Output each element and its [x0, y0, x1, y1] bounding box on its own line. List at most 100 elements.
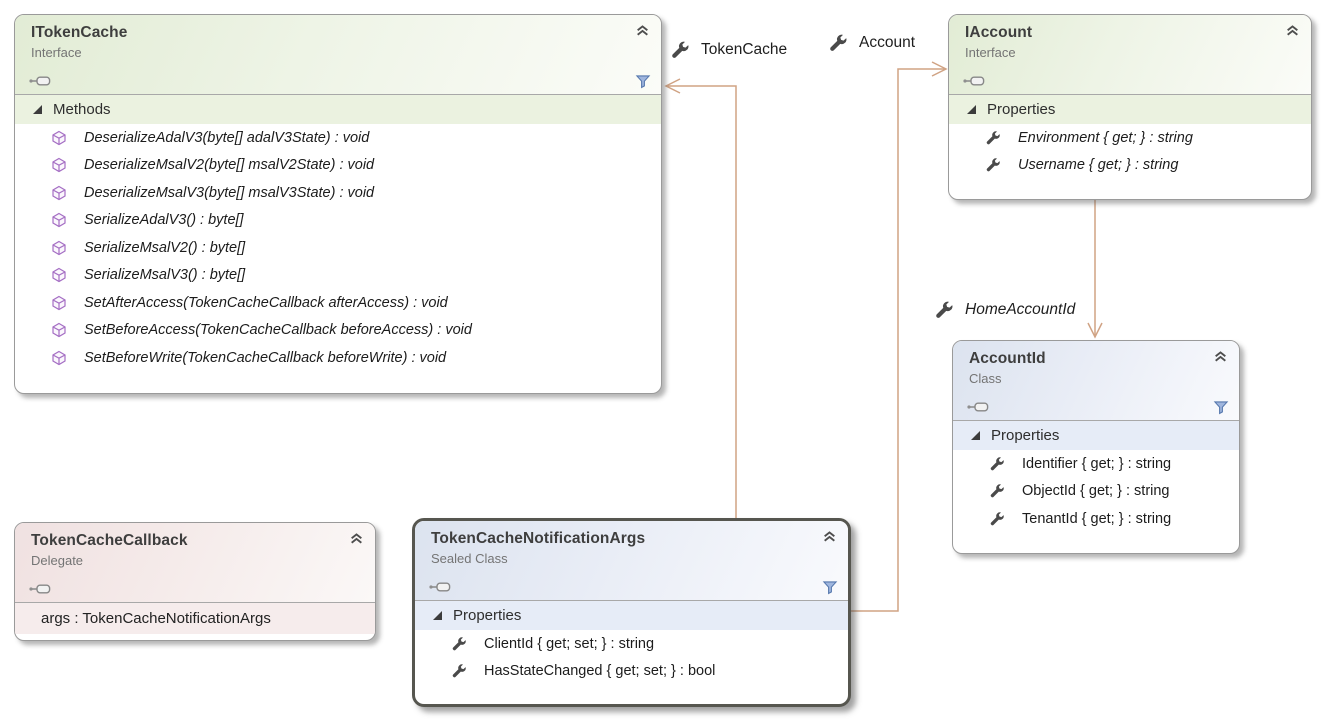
filter-icon[interactable] [822, 580, 838, 595]
association-label-account[interactable]: Account [828, 33, 915, 53]
wrench-icon [451, 636, 467, 652]
collapse-chevron-icon[interactable] [1212, 349, 1229, 364]
member-row[interactable]: HasStateChanged { get; set; } : bool [415, 657, 848, 685]
box-title: IAccount [965, 24, 1033, 41]
member-text: args : TokenCacheNotificationArgs [41, 610, 271, 627]
member-text: Environment { get; } : string [1018, 129, 1193, 146]
delegate-signature-row[interactable]: args : TokenCacheNotificationArgs [15, 603, 375, 634]
wrench-icon [989, 511, 1005, 527]
member-row[interactable]: DeserializeMsalV3(byte[] msalV3State) : … [15, 179, 661, 207]
section-title: Properties [453, 607, 522, 624]
member-row[interactable]: SetAfterAccess(TokenCacheCallback afterA… [15, 289, 661, 317]
member-text: Identifier { get; } : string [1022, 455, 1172, 472]
section-title: Methods [53, 101, 111, 118]
cube-icon [51, 350, 67, 366]
wrench-icon [989, 456, 1005, 472]
cube-icon [51, 240, 67, 256]
member-text: ObjectId { get; } : string [1022, 483, 1170, 500]
member-text: DeserializeAdalV3(byte[] adalV3State) : … [84, 129, 370, 146]
member-text: ClientId { get; set; } : string [484, 635, 655, 652]
connection-point-icon [967, 401, 989, 413]
connection-point-icon [963, 75, 985, 87]
section-header-methods[interactable]: Methods [15, 95, 661, 124]
box-title: ITokenCache [31, 24, 128, 41]
member-row[interactable]: ClientId { get; set; } : string [415, 630, 848, 658]
wrench-icon [670, 40, 690, 60]
expander-triangle-icon [967, 105, 976, 114]
class-box-accountid[interactable]: AccountId Class Properties Identifier { … [952, 340, 1240, 554]
member-text: SerializeMsalV3() : byte[] [84, 267, 246, 284]
filter-icon[interactable] [1213, 400, 1229, 415]
member-row[interactable]: Environment { get; } : string [949, 124, 1311, 152]
member-row[interactable]: DeserializeMsalV2(byte[] msalV2State) : … [15, 151, 661, 179]
cube-icon [51, 157, 67, 173]
box-header: ITokenCache Interface [15, 15, 661, 95]
wrench-icon [989, 483, 1005, 499]
cube-icon [51, 295, 67, 311]
member-text: DeserializeMsalV2(byte[] msalV2State) : … [84, 157, 375, 174]
collapse-chevron-icon[interactable] [348, 531, 365, 546]
connection-point-icon [429, 581, 451, 593]
association-label-tokencache[interactable]: TokenCache [670, 40, 787, 60]
association-label-text: HomeAccountId [965, 301, 1076, 318]
box-kind: Class [969, 371, 1002, 386]
box-title: TokenCacheCallback [31, 532, 188, 549]
member-row[interactable]: SerializeMsalV2() : byte[] [15, 234, 661, 262]
member-row[interactable]: SetBeforeWrite(TokenCacheCallback before… [15, 344, 661, 372]
collapse-chevron-icon[interactable] [1284, 23, 1301, 38]
member-text: TenantId { get; } : string [1022, 510, 1172, 527]
association-label-homeaccountid[interactable]: HomeAccountId [934, 300, 1075, 320]
box-title: TokenCacheNotificationArgs [431, 530, 646, 547]
box-title: AccountId [969, 350, 1046, 367]
association-homeaccountid-line[interactable] [1087, 199, 1103, 339]
class-box-tokencachecallback[interactable]: TokenCacheCallback Delegate args : Token… [14, 522, 376, 641]
wrench-icon [985, 130, 1001, 146]
member-text: SetBeforeAccess(TokenCacheCallback befor… [84, 322, 472, 339]
member-row[interactable]: SerializeMsalV3() : byte[] [15, 261, 661, 289]
cube-icon [51, 185, 67, 201]
expander-triangle-icon [433, 611, 442, 620]
member-row[interactable]: DeserializeAdalV3(byte[] adalV3State) : … [15, 124, 661, 152]
wrench-icon [451, 663, 467, 679]
class-box-itokencache[interactable]: ITokenCache Interface Methods Deserializ… [14, 14, 662, 394]
cube-icon [51, 267, 67, 283]
box-header: TokenCacheCallback Delegate [15, 523, 375, 603]
member-row[interactable]: Username { get; } : string [949, 151, 1311, 179]
filter-icon[interactable] [635, 74, 651, 89]
section-header-properties[interactable]: Properties [949, 95, 1311, 124]
collapse-chevron-icon[interactable] [634, 23, 651, 38]
member-text: HasStateChanged { get; set; } : bool [484, 663, 716, 680]
section-title: Properties [987, 101, 1056, 118]
member-text: SerializeMsalV2() : byte[] [84, 239, 246, 256]
box-header: IAccount Interface [949, 15, 1311, 95]
member-text: DeserializeMsalV3(byte[] msalV3State) : … [84, 184, 375, 201]
cube-icon [51, 130, 67, 146]
connection-point-icon [29, 583, 51, 595]
member-row[interactable]: Identifier { get; } : string [953, 450, 1239, 478]
member-row[interactable]: SetBeforeAccess(TokenCacheCallback befor… [15, 316, 661, 344]
member-row[interactable]: ObjectId { get; } : string [953, 477, 1239, 505]
member-text: Username { get; } : string [1018, 157, 1179, 174]
box-kind: Sealed Class [431, 551, 508, 566]
member-list: DeserializeAdalV3(byte[] adalV3State) : … [15, 124, 661, 372]
member-text: SetAfterAccess(TokenCacheCallback afterA… [84, 294, 448, 311]
section-header-properties[interactable]: Properties [415, 601, 848, 630]
expander-triangle-icon [971, 431, 980, 440]
association-tokencache-line[interactable] [664, 78, 737, 520]
collapse-chevron-icon[interactable] [821, 529, 838, 544]
member-row[interactable]: SerializeAdalV3() : byte[] [15, 206, 661, 234]
cube-icon [51, 322, 67, 338]
section-header-properties[interactable]: Properties [953, 421, 1239, 450]
box-kind: Delegate [31, 553, 84, 568]
association-account-line[interactable] [846, 61, 948, 612]
class-box-iaccount[interactable]: IAccount Interface Properties Environmen… [948, 14, 1312, 200]
expander-triangle-icon [33, 105, 42, 114]
box-header: AccountId Class [953, 341, 1239, 421]
class-box-tokencachenotificationargs[interactable]: TokenCacheNotificationArgs Sealed Class … [412, 518, 851, 707]
member-row[interactable]: TenantId { get; } : string [953, 505, 1239, 533]
box-kind: Interface [965, 45, 1016, 60]
